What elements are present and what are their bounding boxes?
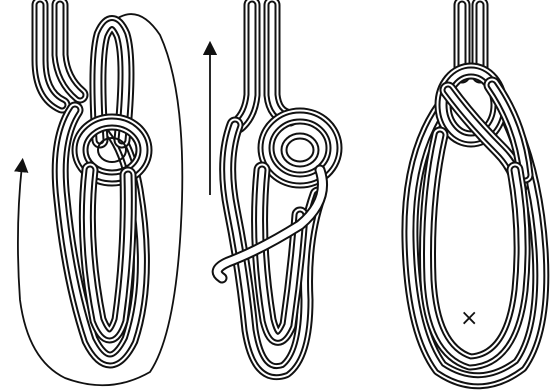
panel-step-1 bbox=[18, 5, 182, 385]
standing-strands-1 bbox=[40, 5, 80, 105]
inner-loop-2 bbox=[260, 170, 300, 337]
x-marker: × bbox=[460, 308, 478, 330]
standing-strands-2 bbox=[238, 5, 290, 125]
inner-loop-1 bbox=[87, 170, 128, 335]
panel-step-2 bbox=[210, 5, 334, 372]
